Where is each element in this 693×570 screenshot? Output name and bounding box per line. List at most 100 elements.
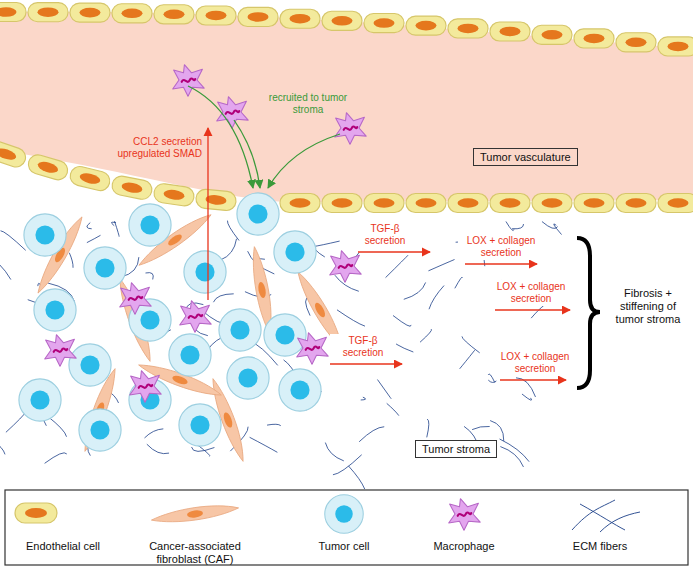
fiber [580, 504, 625, 530]
tumor-cell [237, 193, 279, 235]
ecm-fiber [377, 380, 391, 399]
endothelial-cell [280, 193, 320, 212]
legend-macrophage [449, 499, 481, 531]
endothelial-cell [70, 3, 110, 22]
tumor-cell [34, 289, 76, 331]
endothelial-cell [532, 193, 572, 212]
legend-text: Macrophage [414, 540, 514, 553]
ecm-fiber [267, 424, 281, 425]
endothelial-cell [28, 3, 68, 22]
annotation: TGF-β secretion [352, 222, 418, 248]
ecm-fiber [146, 273, 154, 280]
macrophage [45, 335, 76, 367]
stroma-cells [19, 65, 366, 464]
recruit-arrow [268, 134, 340, 188]
ecm-fiber [147, 444, 169, 453]
legend-text: Cancer-associated fibroblast (CAF) [130, 540, 260, 565]
ecm-fiber [145, 429, 164, 438]
ecm-fiber [404, 282, 426, 299]
ecm-fiber [69, 253, 73, 268]
endothelial-cell [26, 153, 70, 183]
endothelial-cell [0, 2, 26, 21]
ecm-fiber [0, 255, 11, 280]
ecm-fiber [213, 294, 233, 302]
endothelial-cell [616, 33, 656, 52]
ecm-fiber [348, 466, 364, 489]
tumor-cell [69, 344, 111, 386]
endothelial-cell [532, 25, 572, 44]
ecm-fiber [359, 427, 384, 442]
endothelial-cell [238, 7, 278, 26]
ecm-fiber [490, 421, 504, 441]
arrows [188, 86, 600, 388]
tumor-cell [184, 251, 226, 293]
ecm-fiber [250, 437, 278, 452]
ecm-fiber [512, 224, 523, 229]
fiber [600, 512, 640, 532]
ecm-fiber [361, 397, 366, 400]
lox-arrow [495, 309, 570, 310]
ecm-fiber [427, 419, 429, 437]
vessel-lumen [0, 0, 693, 202]
endothelial-cell [448, 19, 488, 38]
curly-bracket [577, 238, 600, 388]
ecm-fiber [0, 440, 5, 454]
ecm-fiber [428, 260, 454, 271]
lox-arrow [500, 379, 566, 380]
endothelial-cell [490, 22, 530, 41]
ecm-fiber [429, 286, 444, 310]
endothelial-cell [195, 188, 237, 211]
ecm-fiber [516, 378, 535, 397]
macrophage [335, 113, 367, 145]
ecm-fiber [472, 426, 490, 429]
ecm-fiber [325, 443, 343, 461]
fiber [572, 500, 615, 530]
ecm-fiber [221, 239, 237, 260]
ecm-fiber [1, 231, 26, 251]
region-label: Tumor vasculature [480, 151, 571, 163]
endothelial-cell [490, 193, 530, 212]
ecm-fiber [87, 223, 92, 229]
ecm-fiber [500, 447, 523, 467]
endothelial-cell [574, 29, 614, 48]
ecm-fiber [531, 306, 543, 318]
legend-text: Tumor cell [294, 540, 394, 553]
legend-fibers [572, 500, 640, 532]
annotation: recruited to tumor stroma [262, 92, 354, 116]
ecm-fiber [420, 329, 432, 342]
tumor-cell [19, 379, 61, 421]
annotation: LOX + collagen secretion [458, 234, 544, 260]
ecm-fiber [522, 394, 532, 400]
macrophage [297, 333, 329, 365]
tumor-cell [274, 231, 316, 273]
endothelial-cell [280, 9, 320, 28]
tumor-cell [227, 357, 269, 399]
legend-endothelial [15, 503, 57, 523]
endothelial-cell [448, 193, 488, 212]
endothelial-cell [364, 193, 404, 212]
legend-text: ECM fibers [550, 540, 650, 553]
region-label-box: Tumor stroma [415, 440, 497, 458]
macrophage [173, 65, 205, 97]
legend-tumor [325, 495, 364, 534]
ecm-fibers [0, 221, 562, 489]
ecm-fiber [227, 221, 239, 241]
legend-caf [151, 502, 240, 527]
ecm-fiber [488, 380, 496, 382]
tumor-cell [169, 334, 211, 376]
endothelial-cell [322, 11, 362, 30]
ecm-fiber [87, 235, 101, 242]
endothelial-cell [68, 165, 111, 193]
endothelial-cell [153, 182, 195, 207]
ecm-fiber [387, 403, 399, 415]
tgf-arrow [358, 251, 430, 252]
ccl2-arrow [207, 128, 208, 300]
macrophage [120, 283, 152, 315]
ecm-fiber [393, 316, 411, 327]
macrophage [130, 371, 162, 403]
ecm-fiber [45, 453, 67, 464]
ecm-fiber [312, 241, 339, 247]
tumor-cell [84, 247, 126, 289]
tumor-cell [279, 369, 321, 411]
